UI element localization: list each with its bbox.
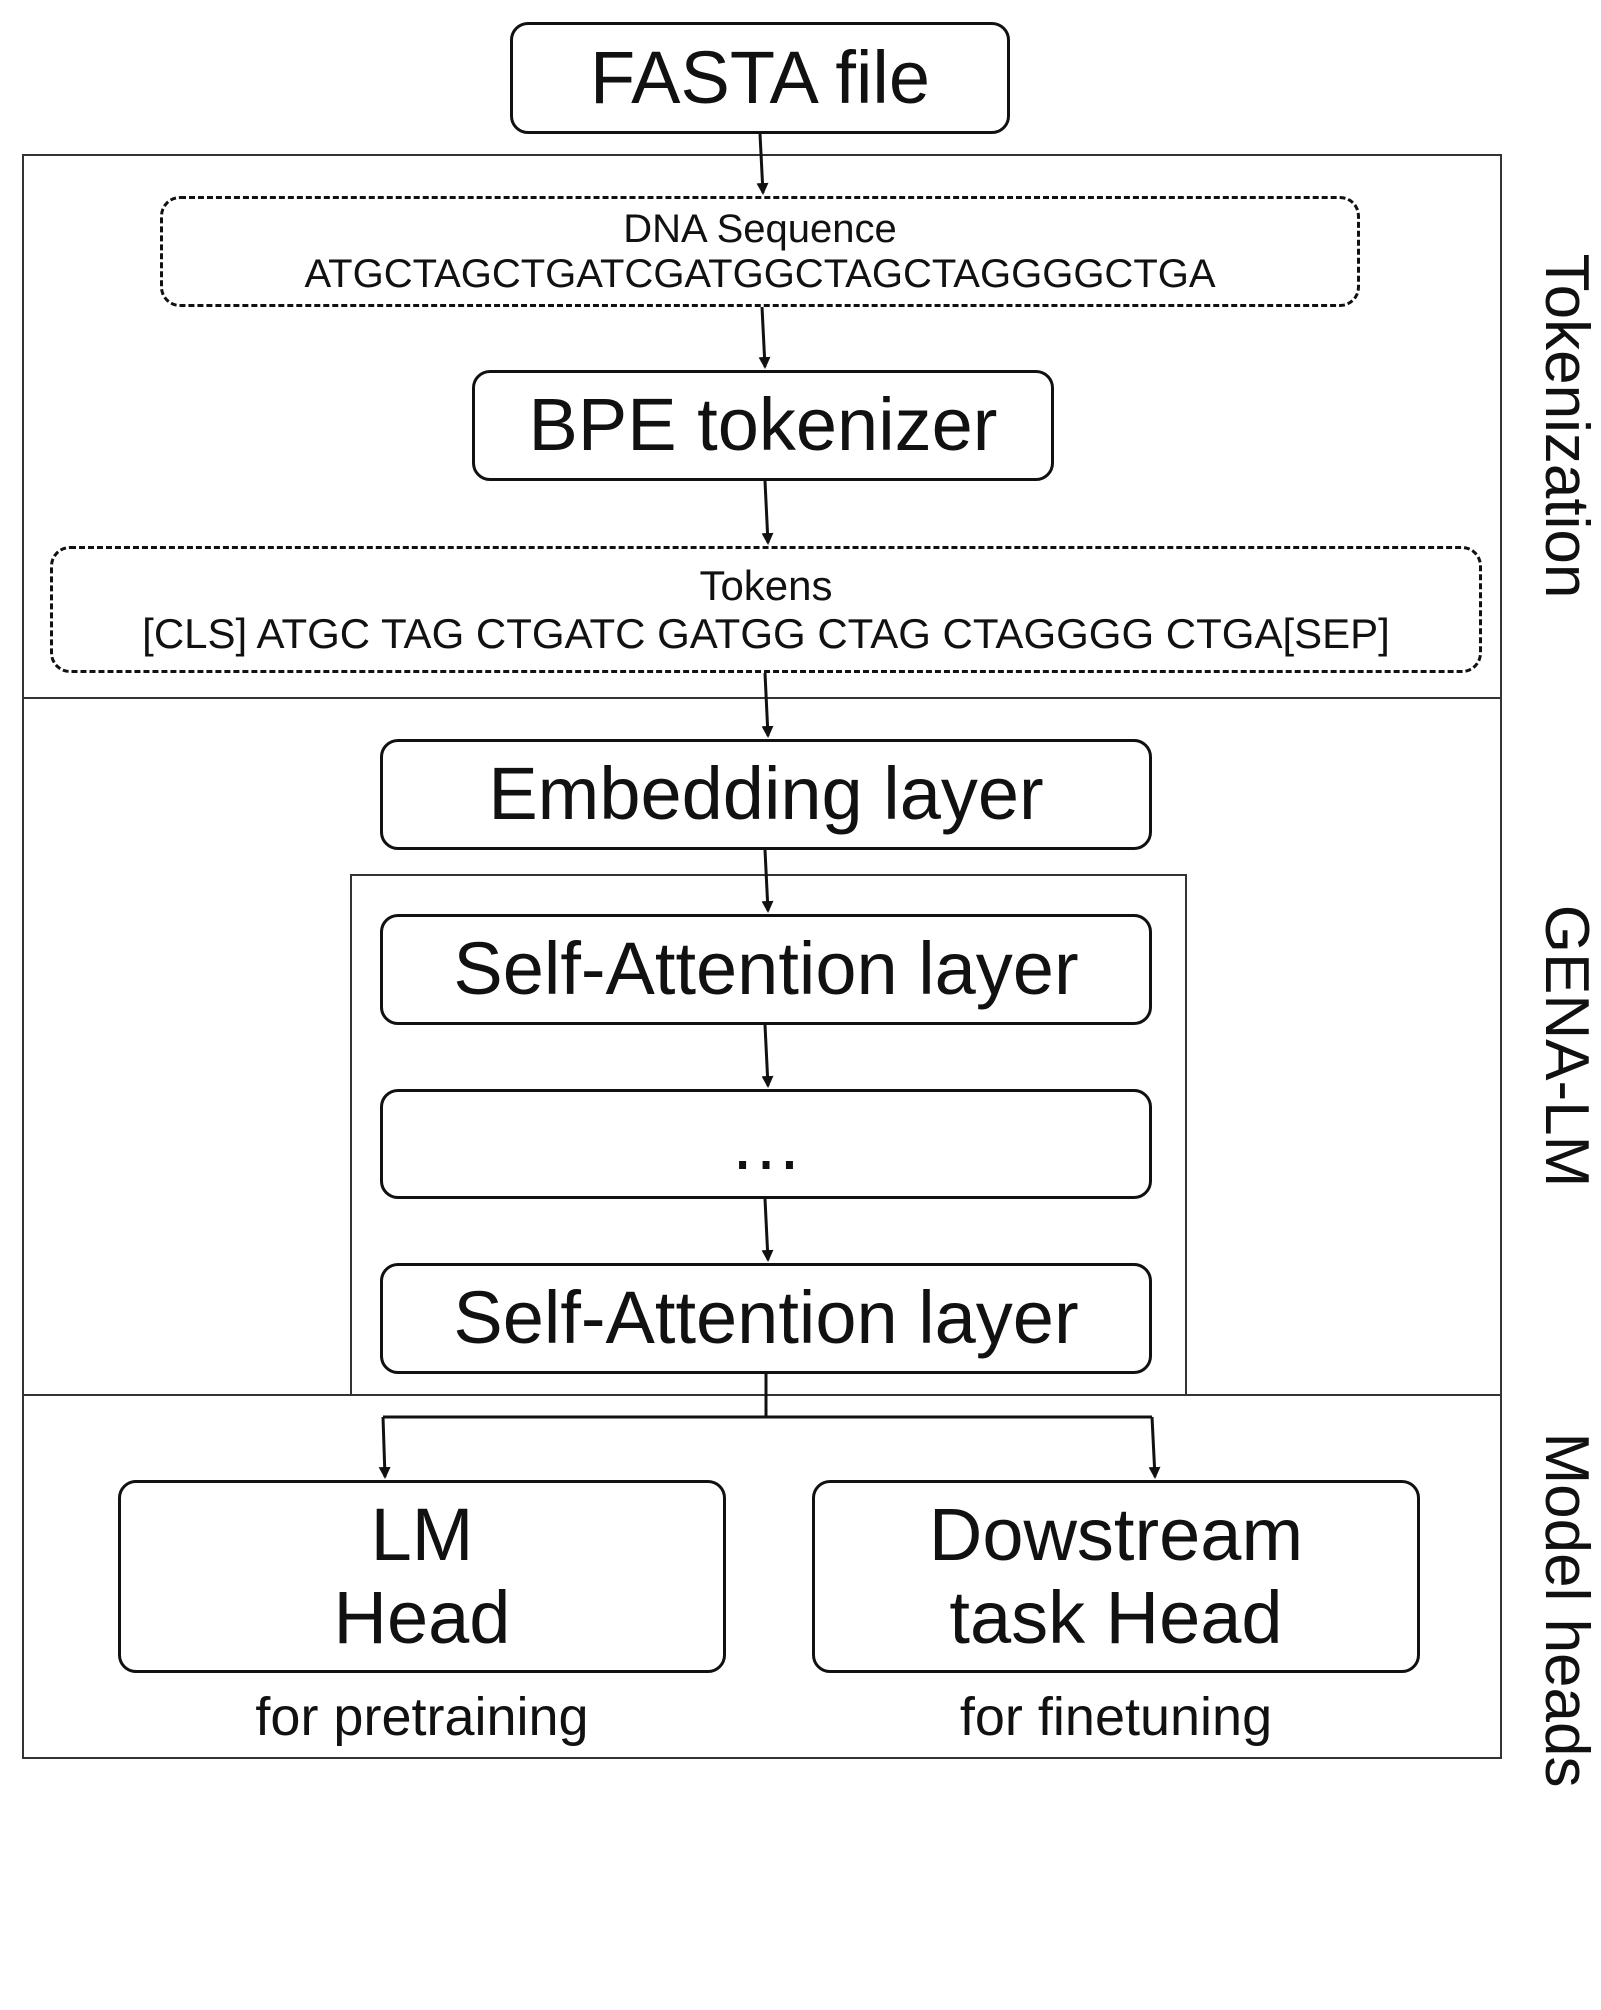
task-head-note: for finetuning [959, 1687, 1273, 1747]
attention-stack-frame [350, 874, 1187, 1396]
lm-head-note: for pretraining [255, 1687, 589, 1747]
arrow-embedding-to-attention [761, 849, 774, 913]
task-head-node: Dowstream task Head [812, 1480, 1420, 1673]
arrow-to-lm-head [378, 1416, 391, 1479]
diagram-connectors [22, 133, 1502, 1759]
bpe-tokenizer-label: BPE tokenizer [528, 383, 998, 467]
self-attention-layer-last-label: Self-Attention layer [453, 1276, 1079, 1360]
arrow-tokens-to-embedding [761, 672, 774, 738]
arrow-attention-to-ellipsis [761, 1024, 774, 1088]
fasta-file-node: FASTA file [510, 22, 1010, 134]
dna-sequence-value: ATGCTAGCTGATCGATGGCTAGCTAGGGGCTGA [304, 251, 1216, 296]
embedding-layer-node: Embedding layer [380, 739, 1152, 850]
arrow-to-task-head [1148, 1416, 1161, 1479]
arrow-bpe-to-tokens [761, 480, 774, 545]
lm-head-node: LM Head [118, 1480, 726, 1673]
lm-head-line2: Head [333, 1575, 511, 1659]
task-head-line1: Dowstream [928, 1492, 1304, 1576]
tokens-title: Tokens [699, 562, 833, 610]
self-attention-layer-node: Self-Attention layer [380, 914, 1152, 1025]
fasta-file-label: FASTA file [590, 35, 930, 119]
tokens-value: [CLS] ATGC TAG CTGATC GATGG CTAG CTAGGGG… [142, 609, 1390, 657]
ellipsis-layer-node: … [380, 1089, 1152, 1199]
dna-sequence-node: DNA Sequence ATGCTAGCTGATCGATGGCTAGCTAGG… [160, 196, 1360, 307]
lm-head-line1: LM [370, 1492, 474, 1576]
arrow-dna-to-bpe [758, 306, 771, 369]
task-head-line2: task Head [949, 1575, 1283, 1659]
self-attention-layer-label: Self-Attention layer [453, 927, 1079, 1011]
ellipsis-label: … [729, 1101, 803, 1185]
dna-sequence-title: DNA Sequence [623, 206, 897, 251]
embedding-layer-label: Embedding layer [488, 752, 1044, 836]
self-attention-layer-last-node: Self-Attention layer [380, 1263, 1152, 1374]
arrow-ellipsis-to-attention [761, 1198, 774, 1262]
arrow-fasta-to-dna [756, 133, 769, 195]
model-heads-label: Model heads [1532, 1432, 1601, 1788]
tokens-node: Tokens [CLS] ATGC TAG CTGATC GATGG CTAG … [50, 546, 1482, 673]
bpe-tokenizer-node: BPE tokenizer [472, 370, 1054, 481]
